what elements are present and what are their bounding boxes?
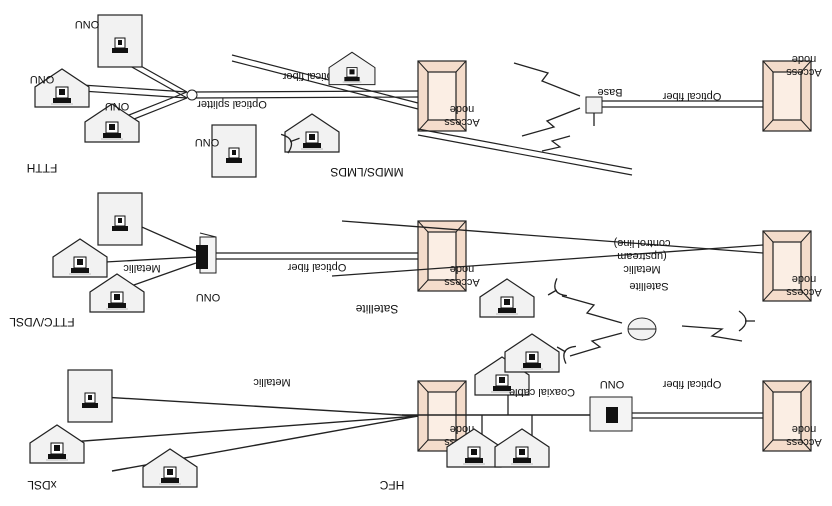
access-node-label: node	[450, 103, 474, 115]
access-node-label: Access	[786, 436, 822, 448]
access-node-label: node	[450, 423, 474, 435]
access-node-label: Access	[444, 276, 480, 288]
building-icon	[211, 124, 257, 178]
house-icon	[479, 278, 535, 318]
access-node-label: Access	[786, 286, 822, 298]
satellite-label: Satellite	[629, 280, 668, 292]
onu-label: ONU	[196, 291, 221, 303]
panel-mmds: Access node Optical fiber Base MMDS/LMDS	[280, 51, 822, 179]
dish-icon	[738, 310, 756, 332]
building-icon	[67, 369, 113, 423]
building-icon	[97, 14, 143, 68]
onu-label: ONU	[195, 136, 220, 148]
dish-icon	[542, 277, 568, 305]
onu-box	[589, 396, 633, 432]
optical-fiber-label: Optical fiber	[662, 90, 721, 102]
satellite-icon	[627, 317, 657, 341]
metallic-label: (upstream	[617, 250, 667, 262]
wireless-link	[521, 107, 581, 137]
house-icon	[142, 448, 198, 488]
onu-label: ONU	[30, 73, 55, 85]
wireless-link	[541, 135, 571, 152]
metallic-line	[56, 415, 419, 444]
house-icon	[29, 424, 85, 464]
optical-fiber-label: Optical fiber	[662, 378, 721, 390]
metallic-line	[85, 395, 419, 417]
house-icon	[89, 273, 145, 313]
metallic-label: Metallic	[123, 262, 161, 274]
panel-title: xDSL	[27, 478, 57, 492]
rotated-content: Access node Metallic xDSL Access node Op…	[9, 14, 822, 492]
coaxial-cable-label: Coaxial cable	[509, 386, 575, 398]
panel-hfc: Access node Optical fiber ONU Coaxial ca…	[379, 356, 822, 492]
house-icon	[328, 51, 376, 86]
panel-title: FTTH	[27, 161, 58, 175]
wireless-link	[513, 62, 581, 97]
onu-label: ONU	[105, 100, 130, 112]
access-node-label: Access	[444, 116, 480, 128]
access-node-label: node	[792, 273, 816, 285]
access-node-label: Access	[786, 66, 822, 78]
access-node-label: node	[450, 263, 474, 275]
onu-label: ONU	[75, 18, 100, 30]
wireless-link	[569, 332, 623, 357]
panel-fttc: Access node Optical fiber ONU Metallic F…	[9, 192, 480, 329]
panel-title: FTTC/VDSL	[9, 315, 75, 329]
panel-satellite: Access node Satellite Metallic (upstream…	[331, 220, 822, 373]
building-icon	[97, 192, 143, 246]
panel-xdsl: Access node Metallic xDSL	[27, 369, 480, 492]
optical-fiber-label: Optical fiber	[282, 70, 341, 82]
metallic-label: control line)	[614, 237, 671, 249]
wireless-link	[561, 295, 623, 324]
house-icon	[494, 428, 550, 468]
panel-title: MMDS/LMDS	[330, 165, 403, 179]
optical-fiber-label: Optical fiber	[287, 261, 346, 273]
house-icon	[504, 333, 560, 373]
wireless-link	[681, 325, 743, 342]
panel-title: HFC	[379, 478, 404, 492]
access-node-label: node	[792, 423, 816, 435]
metallic-line	[341, 220, 764, 254]
base-station-icon	[585, 96, 603, 114]
panel-ftth: Access node Optical fiber Optical splitt…	[27, 14, 633, 178]
metallic-label: Metallic	[623, 263, 661, 275]
panel-title: Satellite	[355, 302, 398, 316]
base-label: Base	[597, 86, 622, 98]
metallic-label: Metallic	[253, 376, 291, 388]
optical-splitter-label: Optical splitter	[197, 98, 267, 110]
onu-label: ONU	[600, 378, 625, 390]
metallic-line	[331, 244, 764, 277]
house-icon	[284, 113, 340, 153]
access-node-label: node	[792, 53, 816, 65]
onu-box	[196, 232, 217, 274]
